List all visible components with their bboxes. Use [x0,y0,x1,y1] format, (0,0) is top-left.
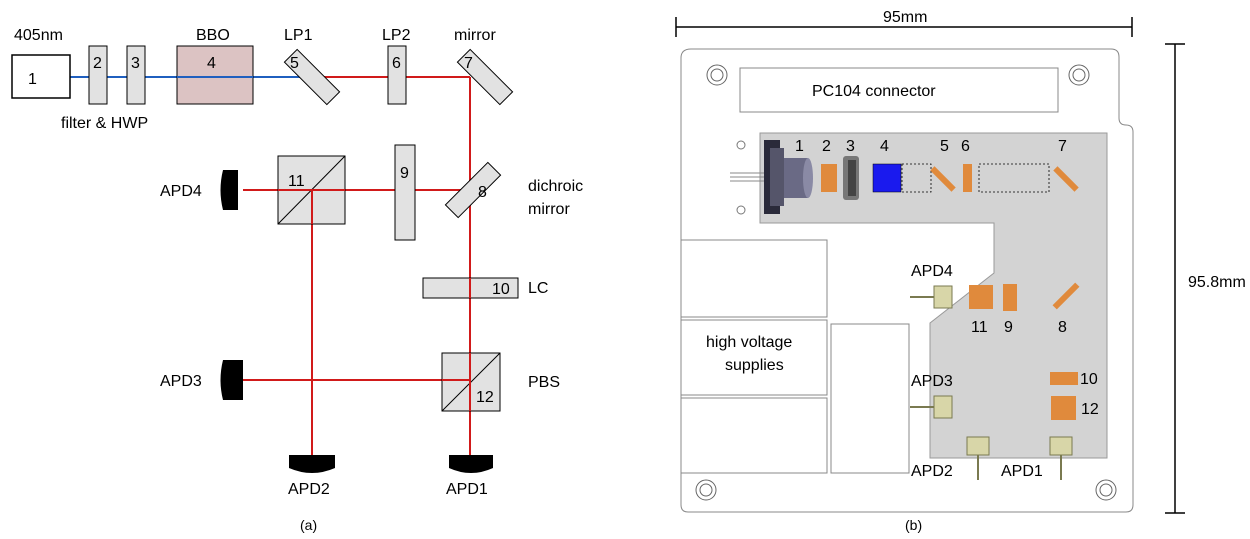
small-hole-2 [736,205,746,215]
label-2: 2 [93,55,102,72]
lp2-plate [387,45,407,105]
small-hole-1 [736,140,746,150]
bs-11-b [969,285,993,309]
height-dim-label: 95.8mm [1188,274,1246,291]
hv-box-bottom [680,397,828,474]
apd3-detector [220,360,243,400]
laser-diode [730,140,813,214]
pc104-connector [739,67,1059,113]
label-lp1: LP1 [284,27,313,44]
mount-hole-br [1095,479,1117,501]
label-12: 12 [476,389,494,406]
laser-box [11,54,71,99]
apd1-module-b [1049,436,1073,480]
dichroic-mirror-plate [444,161,502,219]
label-apd2-b: APD2 [911,463,953,480]
lp1-plate [283,48,341,106]
apd4-module-b [910,285,953,309]
label-b-6: 6 [961,138,970,155]
label-b-7: 7 [1058,138,1067,155]
mirror-b [1053,166,1079,192]
label-11: 11 [288,173,305,190]
hv-box-middle [680,319,828,396]
label-apd4-b: APD4 [911,263,953,280]
bbo-crystal-b [872,163,902,193]
filter-2-b [821,164,837,192]
dashed-slot [978,163,1050,193]
optics-plate [759,132,1108,459]
label-apd4-a: APD4 [160,183,202,200]
hwp-plate [126,45,146,105]
hv-label-line1: high voltage [706,334,792,351]
label-b-8: 8 [1058,319,1067,336]
label-405nm: 405nm [14,27,63,44]
label-b-2: 2 [822,138,831,155]
label-lc: LC [528,280,548,297]
panel-a: 1 405nm 2 3 filter & HWP 4 BBO 5 LP1 6 L… [11,27,583,533]
plate-9-b [1003,284,1017,311]
lp2-b [963,164,972,192]
label-dichroic-mirror: mirror [528,201,570,218]
bbo-crystal [176,45,254,105]
apd2-detector [289,455,335,473]
label-1: 1 [28,71,37,88]
label-apd1-b: APD1 [1001,463,1043,480]
hv-box-top [680,239,828,318]
label-dichroic: dichroic [528,178,583,195]
label-b-3: 3 [846,138,855,155]
mount-hole-tr [1068,64,1090,86]
label-b-5: 5 [940,138,949,155]
apd2-module-b [966,436,990,480]
label-apd3-b: APD3 [911,373,953,390]
label-filter-hwp: filter & HWP [61,115,148,132]
mount-hole-tl [706,64,728,86]
label-apd3-a: APD3 [160,373,202,390]
apd1-detector [449,455,493,473]
label-b-12: 12 [1081,401,1099,418]
hv-label-line2: supplies [725,357,784,374]
label-b-10: 10 [1080,371,1098,388]
bbo-outline-dashed [901,163,932,193]
label-9: 9 [400,165,409,182]
hwp-mount-b [843,156,859,200]
label-b-1: 1 [795,138,804,155]
pc104-connector-label: PC104 connector [812,83,936,100]
mirror-plate [456,48,514,106]
label-5: 5 [290,55,299,72]
label-apd2-a: APD2 [288,481,330,498]
label-7: 7 [464,55,473,72]
apd3-module-b [910,395,953,419]
label-10: 10 [492,281,510,298]
caption-a: (a) [300,517,317,533]
label-4: 4 [207,55,216,72]
label-3: 3 [131,55,140,72]
pbs-b [1051,396,1076,420]
label-b-4: 4 [880,138,889,155]
dichroic-b [1052,282,1080,310]
label-6: 6 [392,55,401,72]
filter-plate [88,45,108,105]
lp1-b [930,166,956,192]
label-mirror: mirror [454,27,496,44]
hv-box-right [830,323,910,474]
label-8: 8 [478,184,487,201]
apd4-detector [220,170,238,210]
label-pbs: PBS [528,374,560,391]
label-lp2: LP2 [382,27,411,44]
label-b-9: 9 [1004,319,1013,336]
width-dim-label: 95mm [883,9,927,26]
label-apd1-a: APD1 [446,481,488,498]
panel-b: 95mm 95.8mm PC104 connector [675,9,1246,533]
label-b-11: 11 [971,319,988,336]
lc-b [1050,372,1078,385]
plate-9 [394,144,416,241]
mount-hole-bl [695,479,717,501]
label-bbo: BBO [196,27,230,44]
caption-b: (b) [905,517,922,533]
